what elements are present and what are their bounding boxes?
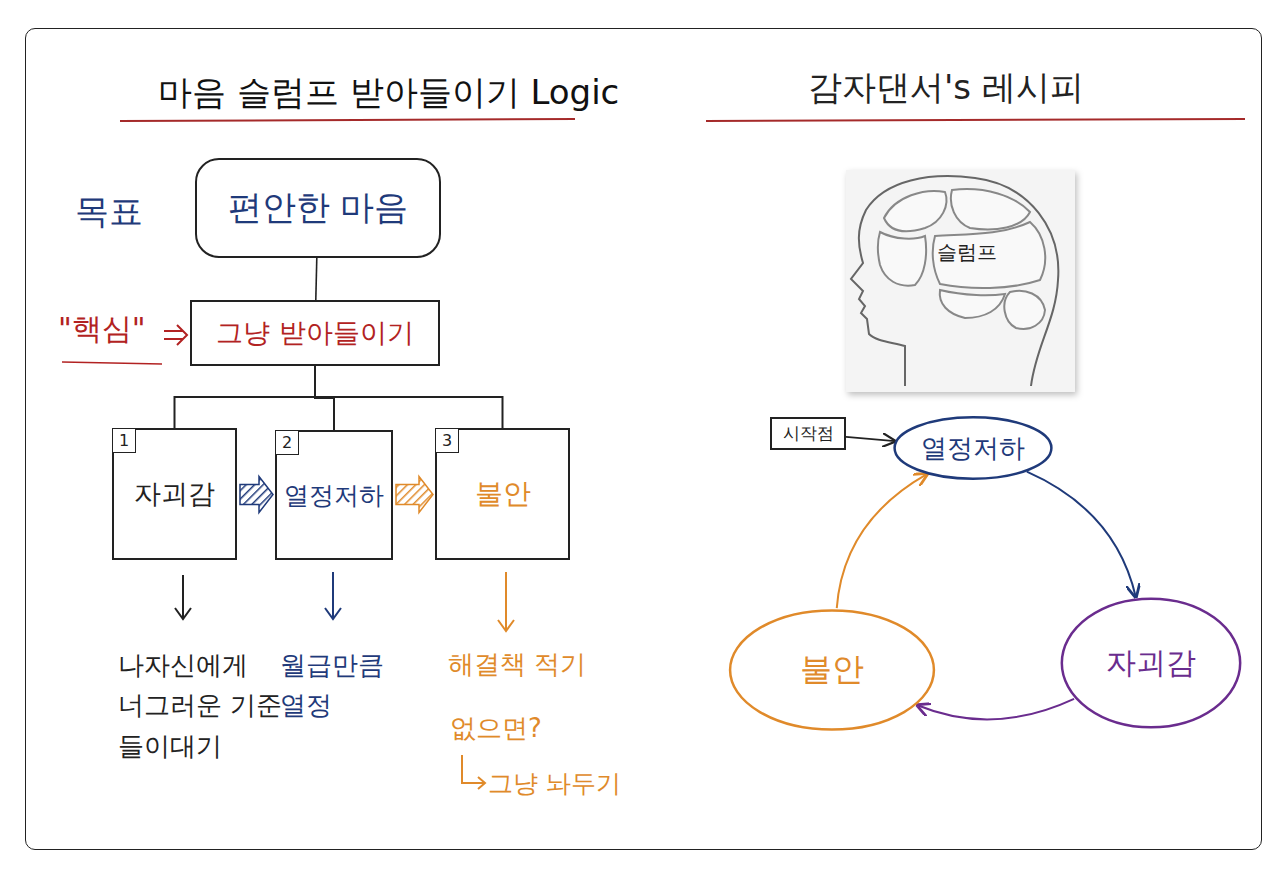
step-box: 자괴감 1 [112, 428, 237, 560]
node-text: 열정저하 [921, 431, 1025, 466]
section-title: 감자댄서's 레시피 [808, 66, 1168, 109]
callout-number: 2 [275, 430, 299, 455]
label-underline [62, 362, 162, 364]
note-text: 그냥 놔두기 [488, 768, 658, 799]
double-arrow [164, 325, 187, 345]
start-box: 시작점 [770, 417, 846, 450]
tree-connector [315, 366, 503, 428]
diagram-title: 마음 슬럼프 받아들이기 Logic [158, 70, 619, 116]
hatched-arrow [396, 477, 433, 513]
node-text: 2 [282, 433, 292, 452]
straight-connector [316, 258, 317, 300]
node-text: 자괴감 [1106, 643, 1196, 684]
note-text: 해결책 적기 [448, 648, 638, 681]
note-text: 나자신에게 너그러운 기준 들이대기 [118, 645, 308, 766]
node-text: 편안한 마음 [228, 185, 409, 231]
step-box: 불안 3 [435, 428, 570, 560]
step-box: 열정저하 2 [275, 430, 393, 560]
node-text: 3 [442, 431, 452, 450]
cycle-ellipse: 열정저하 [893, 416, 1053, 480]
node-text: 불안 [475, 475, 531, 513]
hatched-arrow [240, 477, 273, 513]
down-arrow [498, 572, 514, 631]
down-arrow [175, 575, 191, 619]
down-arrow [325, 572, 341, 619]
core-label: "핵심" [58, 310, 178, 348]
node-text: 그냥 받아들이기 [216, 315, 414, 351]
cycle-arrow [917, 699, 1074, 720]
note-text: 없으면? [450, 712, 600, 745]
core-box: 그냥 받아들이기 [190, 300, 440, 366]
callout-number: 3 [435, 428, 459, 453]
goal-box: 편안한 마음 [195, 158, 441, 258]
cycle-ellipse: 자괴감 [1060, 596, 1242, 730]
node-text: 1 [119, 431, 129, 450]
tree-connector [175, 366, 316, 428]
goal-label: 목표 [75, 190, 185, 233]
head-illustration [846, 170, 1075, 392]
node-text: 열정저하 [284, 479, 384, 512]
title-underline [120, 119, 575, 121]
node-text: 시작점 [783, 422, 834, 445]
node-text: 불안 [800, 648, 864, 692]
note-text: 월급만큼 열정 [280, 645, 405, 726]
brain-label: 슬럼프 [937, 240, 1027, 265]
callout-number: 1 [112, 428, 136, 453]
cycle-arrow [1027, 472, 1136, 597]
cycle-ellipse: 불안 [728, 608, 936, 732]
cycle-arrow [837, 474, 927, 608]
straight-connector [846, 437, 895, 441]
hook-arrow [462, 755, 485, 789]
node-text: 자괴감 [134, 476, 215, 512]
title-underline [706, 119, 1245, 121]
